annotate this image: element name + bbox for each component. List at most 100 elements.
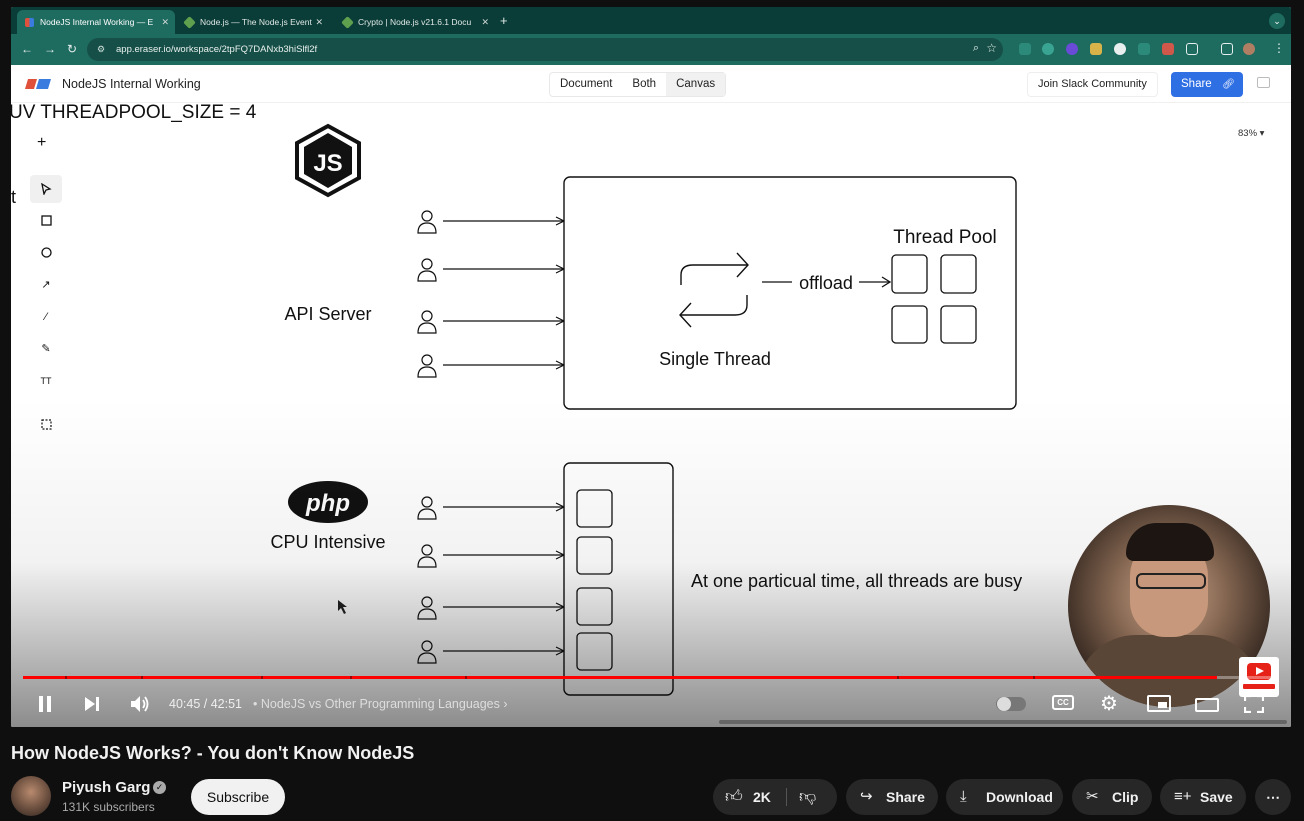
extension-icon[interactable] — [1162, 43, 1174, 55]
playlist-add-icon: ≡+ — [1174, 788, 1192, 805]
clip-label: Clip — [1112, 789, 1139, 805]
chapter-title-button[interactable]: • NodeJS vs Other Programming Languages … — [253, 697, 508, 711]
user-icon — [417, 640, 437, 664]
profile-avatar-icon[interactable] — [1243, 43, 1255, 55]
download-label: Download — [986, 789, 1053, 805]
view-canvas-button[interactable]: Canvas — [666, 73, 726, 96]
line-tool-icon[interactable]: ⁄ — [45, 311, 47, 323]
chapter-title: NodeJS vs Other Programming Languages — [260, 697, 500, 711]
like-dislike-group: 👍︎ 2K 👎︎ — [713, 779, 837, 815]
zoom-value: 83% — [1238, 128, 1258, 139]
select-tool-icon[interactable] — [30, 175, 62, 203]
miniplayer-icon[interactable] — [1147, 695, 1171, 712]
join-slack-button[interactable]: Join Slack Community — [1027, 72, 1158, 97]
subscribe-watermark-icon[interactable] — [1239, 657, 1279, 697]
frame-tool-icon[interactable] — [30, 411, 62, 439]
php-logo-icon — [288, 481, 368, 523]
arrow-tool-icon[interactable]: ↗ — [41, 279, 51, 291]
subscriber-count: 131K subscribers — [62, 800, 155, 814]
download-icon: ⤓ — [960, 788, 967, 805]
extension-icon[interactable] — [1042, 43, 1054, 55]
chapter-marker — [1033, 676, 1035, 679]
like-count[interactable]: 2K — [753, 789, 771, 805]
user-icon — [417, 496, 437, 520]
theater-mode-icon[interactable] — [1195, 698, 1219, 712]
save-button[interactable]: ≡+ Save — [1160, 779, 1246, 815]
pen-tool-icon[interactable]: ✎ — [41, 343, 51, 355]
duration: 42:51 — [210, 697, 242, 711]
player-controls: 40:45 / 42:51 • NodeJS vs Other Programm… — [11, 687, 1291, 723]
share-doc-button[interactable]: Share 🔗︎ — [1171, 72, 1243, 97]
dislike-thumb-icon[interactable]: 👎︎ — [799, 787, 817, 806]
download-button[interactable]: ⤓ Download — [946, 779, 1063, 815]
channel-avatar[interactable] — [11, 776, 51, 816]
back-arrow-icon[interactable]: ← — [21, 42, 33, 56]
document-title[interactable]: NodeJS Internal Working — [62, 77, 201, 91]
url-field[interactable]: ⚙ app.eraser.io/workspace/2tpFQ7DANxb3hi… — [87, 38, 1003, 61]
eraser-logo-icon[interactable] — [25, 79, 51, 89]
request-arrows — [443, 216, 566, 370]
close-icon[interactable]: ✕ — [481, 16, 489, 27]
whiteboard-canvas[interactable]: UV THREADPOOL_SIZE = 4 t 83% ▾ + ↗ ⁄ ✎ T… — [11, 102, 1291, 727]
video-player[interactable]: NodeJS Internal Working — E ✕ Node.js — … — [11, 7, 1291, 727]
captions-icon[interactable]: CC — [1052, 695, 1074, 710]
autoplay-pause-icon — [997, 697, 1011, 711]
browser-tab-node-event[interactable]: Node.js — The Node.js Event ✕ — [177, 10, 329, 34]
browser-menu-icon[interactable]: ⋮ — [1273, 41, 1285, 55]
zoom-lens-icon[interactable]: ⌕ — [972, 42, 979, 54]
tab-label: Crypto | Node.js v21.6.1 Docu — [358, 17, 472, 27]
offload-label: offload — [799, 273, 853, 293]
nodejs-server-box — [563, 176, 1017, 410]
close-icon[interactable]: ✕ — [315, 16, 323, 27]
comment-icon[interactable] — [1257, 77, 1270, 88]
subscribe-mark — [1243, 684, 1275, 689]
close-icon[interactable]: ✕ — [161, 16, 169, 27]
browser-tab-eraser[interactable]: NodeJS Internal Working — E ✕ — [17, 10, 175, 34]
extension-icon[interactable] — [1114, 43, 1126, 55]
extension-icon[interactable] — [1019, 43, 1031, 55]
rectangle-tool-icon[interactable] — [30, 207, 62, 235]
forward-arrow-icon[interactable]: → — [44, 42, 56, 56]
next-icon[interactable] — [83, 695, 101, 713]
threads-busy-note: At one particual time, all threads are b… — [691, 571, 1022, 591]
more-actions-icon[interactable]: ⋯ — [1255, 779, 1291, 815]
channel-name[interactable]: Piyush Garg — [62, 779, 151, 796]
text-tool-icon[interactable]: TT — [40, 376, 52, 386]
event-loop-icon — [679, 252, 749, 328]
php-client-users — [417, 496, 437, 664]
youtube-play-icon — [1247, 663, 1271, 680]
tab-search-chevron-icon[interactable]: ⌄ — [1269, 13, 1285, 29]
extension-icon[interactable] — [1066, 43, 1078, 55]
settings-gear-icon[interactable]: ⚙ — [1100, 693, 1118, 715]
extension-icon[interactable] — [1090, 43, 1102, 55]
browser-tab-crypto-docs[interactable]: Crypto | Node.js v21.6.1 Docu ✕ — [335, 10, 495, 34]
pause-icon[interactable] — [37, 695, 53, 713]
zoom-level[interactable]: 83% ▾ — [1238, 128, 1265, 139]
horizontal-scrollbar[interactable] — [719, 720, 1287, 724]
extensions-puzzle-icon[interactable] — [1186, 43, 1198, 55]
ellipse-tool-icon[interactable] — [30, 239, 62, 267]
add-icon[interactable]: + — [37, 134, 47, 151]
volume-icon[interactable] — [129, 694, 151, 714]
view-both-button[interactable]: Both — [632, 78, 657, 90]
bookmark-star-icon[interactable]: ☆ — [986, 41, 997, 55]
site-settings-icon[interactable]: ⚙ — [97, 44, 106, 54]
share-arrow-icon: ↪ — [860, 788, 873, 805]
autoplay-toggle[interactable] — [996, 697, 1026, 711]
progress-bar[interactable] — [23, 676, 1279, 679]
video-title: How NodeJS Works? - You don't Know NodeJ… — [11, 743, 415, 763]
request-arrow — [443, 502, 566, 512]
user-icon — [417, 310, 437, 334]
side-panel-icon[interactable] — [1221, 43, 1233, 55]
view-document-button[interactable]: Document — [560, 78, 613, 90]
new-tab-icon[interactable]: + — [500, 13, 508, 28]
extension-icon[interactable] — [1138, 43, 1150, 55]
subscribe-button[interactable]: Subscribe — [191, 779, 285, 815]
fullscreen-icon[interactable] — [1244, 695, 1264, 713]
link-icon[interactable]: 🔗︎ — [1222, 79, 1235, 90]
clip-button[interactable]: ✂ Clip — [1072, 779, 1152, 815]
share-button[interactable]: ↪ Share — [846, 779, 938, 815]
like-thumb-icon[interactable]: 👍︎ — [725, 787, 743, 806]
reload-icon[interactable]: ↻ — [67, 42, 78, 56]
time-separator: / — [200, 697, 211, 711]
